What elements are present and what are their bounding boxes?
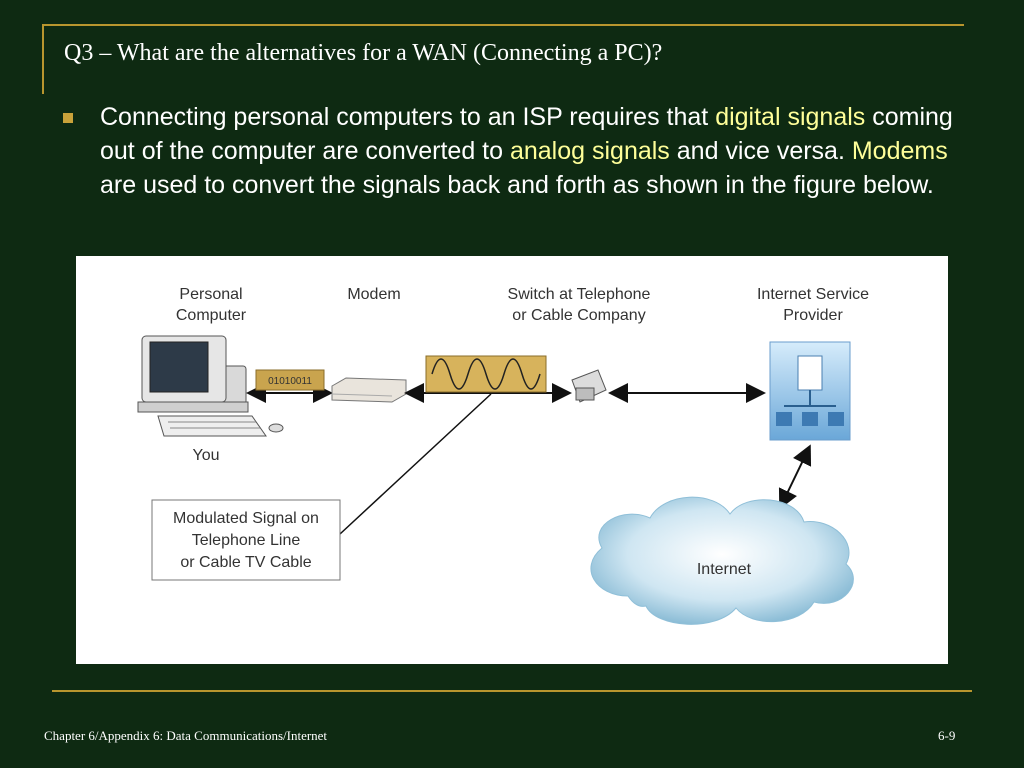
pc-label-line-1: Personal (179, 286, 242, 303)
slide-title: Q3 – What are the alternatives for a WAN… (64, 40, 663, 66)
isp-label-line-2: Provider (783, 307, 843, 324)
isp-server-icon (769, 341, 851, 441)
bullet-text-3: coming out of the computer are converted… (100, 103, 953, 165)
internet-label: Internet (697, 561, 752, 578)
title-frame-top-rule (42, 24, 964, 26)
highlight-modems: Modems (851, 137, 948, 165)
modem-label: Modem (347, 286, 400, 303)
bullet-paragraph: Connecting personal computers to an ISP … (100, 100, 960, 202)
isp-internet-arrow (778, 444, 812, 510)
isp-label-line-1: Internet Service (757, 286, 869, 303)
switch-label-line-1: Switch at Telephone (508, 286, 651, 303)
footer-slide-number: 6-9 (938, 728, 956, 743)
modem-icon (331, 377, 407, 403)
footer-chapter: Chapter 6/Appendix 6: Data Communication… (44, 728, 328, 743)
footer-rule (52, 690, 972, 692)
callout-line-2: Telephone Line (192, 532, 301, 549)
switch-icon (571, 369, 607, 403)
personal-computer-icon (137, 335, 284, 437)
you-label: You (193, 447, 220, 464)
binary-digits: 01010011 (268, 376, 312, 387)
wan-connection-figure: Personal Computer Modem Switch at Teleph… (76, 256, 948, 664)
bullet-square-icon (63, 113, 73, 123)
callout-pointer-line (339, 393, 492, 535)
binary-badge (255, 369, 325, 391)
bullet-text-7: are used to convert the signals back and… (100, 171, 934, 199)
highlight-analog-signals: analog signals (509, 137, 670, 165)
pc-label-line-2: Computer (176, 307, 247, 324)
switch-label-line-2: or Cable Company (512, 307, 645, 324)
callout-line-1: Modulated Signal on (173, 510, 319, 527)
bullet-text-1: Connecting personal computers to an ISP … (100, 103, 716, 131)
bullet-text-5: and vice versa. (669, 137, 852, 165)
callout-line-3: or Cable TV Cable (180, 554, 311, 571)
figure-drawing: Personal Computer Modem Switch at Teleph… (137, 286, 869, 625)
internet-cloud-icon (590, 496, 854, 625)
analog-wave (431, 358, 541, 390)
callout-box (151, 499, 341, 581)
highlight-digital-signals: digital signals (715, 103, 866, 131)
title-frame-left-rule (42, 24, 44, 94)
